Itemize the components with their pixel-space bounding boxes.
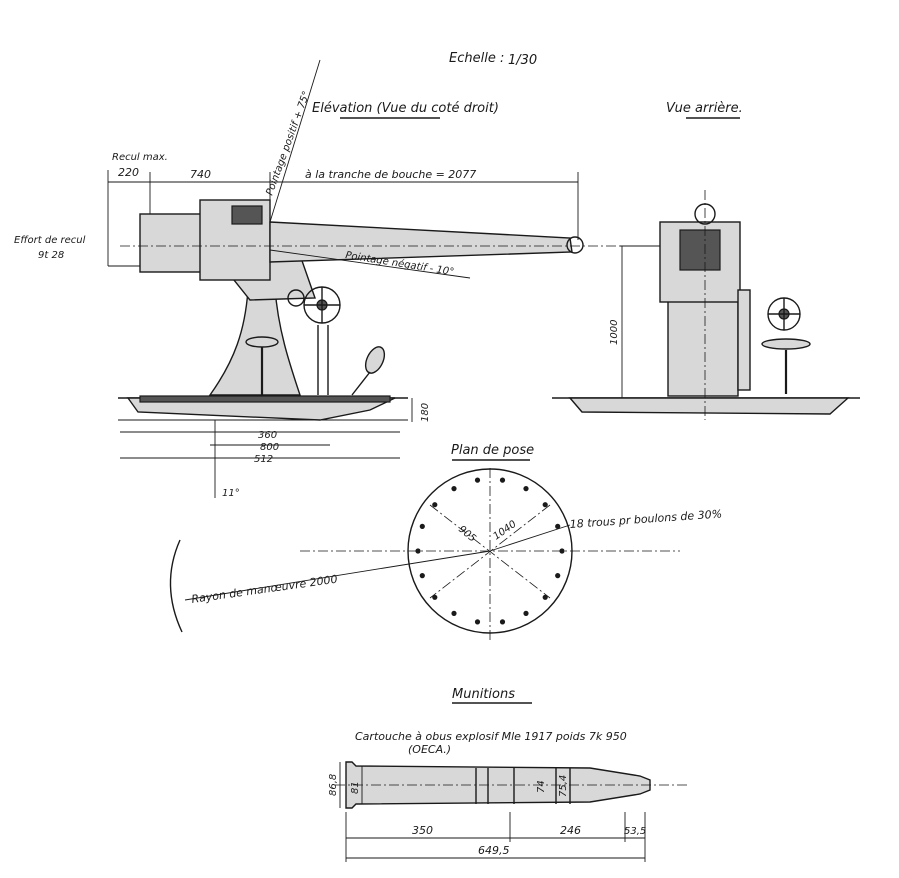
cartridge-shape bbox=[335, 761, 690, 809]
gunner-seat bbox=[245, 325, 386, 396]
bolt-hole bbox=[523, 610, 529, 617]
plan-r-905: 905 bbox=[456, 524, 478, 545]
plan-leader-trous bbox=[489, 524, 571, 552]
bolt-hole bbox=[542, 502, 548, 508]
dim-180: 180 bbox=[420, 403, 431, 422]
dim-11-deg: 11° bbox=[222, 488, 240, 499]
plan-de-pose: Plan de pose 905 1040 18 trous pr boulon… bbox=[169, 443, 722, 640]
rear-base-plate bbox=[568, 397, 850, 415]
elevation-title: Elévation (Vue du coté droit) bbox=[312, 101, 499, 116]
elevation-dimensions bbox=[107, 59, 579, 498]
plan-title: Plan de pose bbox=[451, 443, 534, 458]
bolt-hole bbox=[419, 573, 425, 579]
rear-traverse-handwheel bbox=[761, 297, 811, 394]
effort-recul-value: 9t 28 bbox=[38, 250, 64, 261]
bolt-hole bbox=[555, 523, 561, 530]
recul-value: 220 bbox=[118, 166, 139, 179]
cartridge-l-246: 246 bbox=[560, 824, 581, 837]
bolt-hole bbox=[523, 486, 529, 492]
plan-leader-rayon bbox=[184, 550, 491, 601]
scale-label: Echelle : bbox=[449, 51, 504, 66]
scale-value: 1/30 bbox=[508, 53, 537, 68]
dim-740: 740 bbox=[190, 168, 211, 181]
gun-barrel bbox=[120, 221, 640, 263]
cartridge-dimensions bbox=[339, 762, 646, 862]
cartridge-l-649: 649,5 bbox=[478, 844, 510, 857]
cartridge-line-2: (OECA.) bbox=[408, 743, 451, 756]
bolt-hole bbox=[474, 619, 481, 625]
cartridge-d-86: 86,8 bbox=[328, 774, 339, 796]
rear-view-title: Vue arrière. bbox=[666, 101, 743, 116]
bolt-holes bbox=[415, 477, 565, 625]
munitions-section: Munitions Cartouche à obus explosif Mle … bbox=[328, 687, 690, 862]
cartridge-d-81: 81 bbox=[350, 781, 361, 794]
plan-diagonal-2 bbox=[429, 504, 551, 599]
rear-pedestal bbox=[659, 203, 751, 397]
cartridge-line-1: Cartouche à obus explosif Mle 1917 poids… bbox=[355, 730, 627, 743]
bolt-hole bbox=[451, 486, 457, 492]
cartridge-d-74: 74 bbox=[536, 780, 547, 793]
bolt-hole bbox=[432, 594, 438, 600]
scale-annotation: Echelle : 1/30 bbox=[449, 51, 537, 68]
effort-recul-label: Effort de recul bbox=[14, 235, 86, 246]
bolt-hole bbox=[432, 502, 438, 508]
cartridge-l-53: 53,5 bbox=[624, 826, 646, 837]
bolt-hole bbox=[415, 548, 421, 554]
tranche-bouche-label: à la tranche de bouche = 2077 bbox=[305, 168, 476, 181]
dim-800: 800 bbox=[260, 442, 279, 453]
elevation-view: Elévation (Vue du coté droit) bbox=[14, 59, 640, 499]
bolt-hole bbox=[474, 477, 481, 483]
elevation-handwheel bbox=[287, 286, 341, 324]
plan-manoeuvre-arc bbox=[169, 539, 183, 633]
munitions-title: Munitions bbox=[452, 687, 515, 702]
cartridge-l-350: 350 bbox=[412, 824, 433, 837]
dim-360: 360 bbox=[258, 430, 277, 441]
gun-breech bbox=[139, 199, 271, 281]
bolt-hole bbox=[419, 523, 425, 530]
rear-view: Vue arrière. 1000 bbox=[552, 101, 860, 420]
plan-rayon-label: Rayon de manœuvre 2000 bbox=[191, 573, 339, 606]
dim-512: 512 bbox=[254, 454, 273, 465]
plan-r-1040: 1040 bbox=[491, 519, 518, 543]
recul-label: Recul max. bbox=[112, 152, 168, 163]
bolt-hole bbox=[499, 619, 506, 625]
bolt-hole bbox=[499, 477, 506, 483]
cartridge-d-75: 75,4 bbox=[558, 775, 569, 797]
rear-dim-1000: 1000 bbox=[609, 320, 620, 345]
bolt-hole bbox=[555, 573, 561, 579]
plan-trous-label: 18 trous pr boulons de 30% bbox=[569, 507, 722, 531]
gun-base-plate bbox=[118, 395, 408, 421]
bolt-hole bbox=[559, 548, 565, 554]
bolt-hole bbox=[451, 610, 457, 617]
bolt-hole bbox=[542, 594, 548, 600]
